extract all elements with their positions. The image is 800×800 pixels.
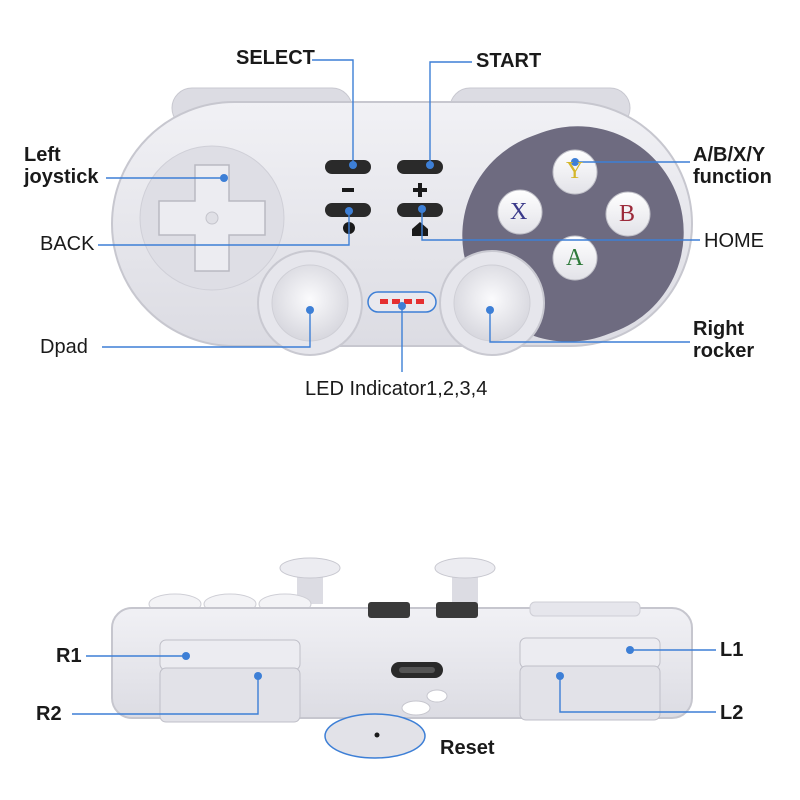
l1-trigger (519, 637, 661, 669)
label-home: HOME (704, 230, 764, 252)
b-button-label: B (619, 201, 636, 227)
a-button-label: A (566, 245, 584, 271)
l2-trigger (519, 665, 661, 721)
label-l2: L2 (720, 702, 744, 724)
label-select: SELECT (236, 47, 315, 69)
label-dpad: Dpad (40, 336, 88, 358)
controller-top-view (111, 87, 693, 356)
label-r1: R1 (56, 645, 82, 667)
label-l1: L1 (720, 639, 744, 661)
y-button (552, 149, 598, 195)
label-left-joystick: Left joystick (24, 144, 99, 189)
label-right-rocker: Right rocker (693, 318, 755, 363)
b-button (605, 191, 651, 237)
x-button-label: X (510, 199, 528, 225)
r1-trigger (159, 639, 301, 671)
label-abxy-function: A/B/X/Y function (693, 144, 772, 189)
callout-dots (182, 158, 634, 680)
label-r2: R2 (36, 703, 62, 725)
label-back: BACK (40, 233, 95, 255)
right-joystick (439, 250, 545, 356)
label-reset: Reset (440, 737, 495, 759)
stick-top-right (434, 557, 496, 604)
r2-trigger (159, 667, 301, 723)
home-icon (412, 222, 428, 236)
plus-icon (413, 183, 427, 197)
a-button (552, 235, 598, 281)
x-button (497, 189, 543, 235)
y-button-label: Y (566, 158, 584, 184)
left-joystick (257, 250, 363, 356)
controller-bottom-view (111, 557, 693, 759)
label-start: START (476, 50, 542, 72)
minus-icon (342, 188, 354, 192)
label-led-indicator: LED Indicator1,2,3,4 (305, 378, 488, 400)
callout-lines (72, 59, 716, 715)
